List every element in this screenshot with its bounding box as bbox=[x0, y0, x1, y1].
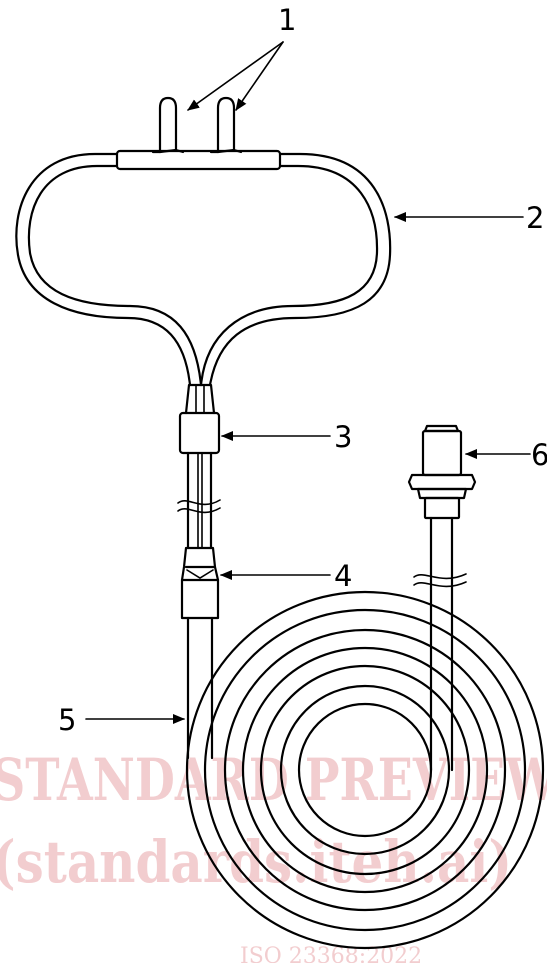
watermark-line-3: ISO 23368:2022 bbox=[240, 944, 422, 963]
callout-leaders bbox=[85, 41, 531, 724]
connector bbox=[180, 546, 220, 620]
callout-4: 4 bbox=[334, 559, 352, 593]
callout-2: 2 bbox=[526, 201, 544, 235]
watermark-line-2: (standards.iteh.ai) bbox=[0, 828, 512, 896]
callout-6: 6 bbox=[531, 438, 547, 472]
cannula-body bbox=[15, 149, 392, 387]
nasal-prongs bbox=[151, 96, 243, 154]
watermark-line-1: STANDARD PREVIEW bbox=[0, 746, 547, 814]
watermark: STANDARD PREVIEW (standards.iteh.ai) ISO… bbox=[0, 746, 547, 963]
callout-3: 3 bbox=[334, 420, 352, 454]
slide-sleeve bbox=[177, 383, 221, 550]
supply-connector bbox=[407, 424, 477, 520]
callout-1: 1 bbox=[278, 3, 296, 37]
callout-labels: 1 2 3 4 5 6 bbox=[58, 3, 547, 737]
oxygen-tubing-coil bbox=[185, 516, 545, 950]
callout-5: 5 bbox=[58, 703, 76, 737]
